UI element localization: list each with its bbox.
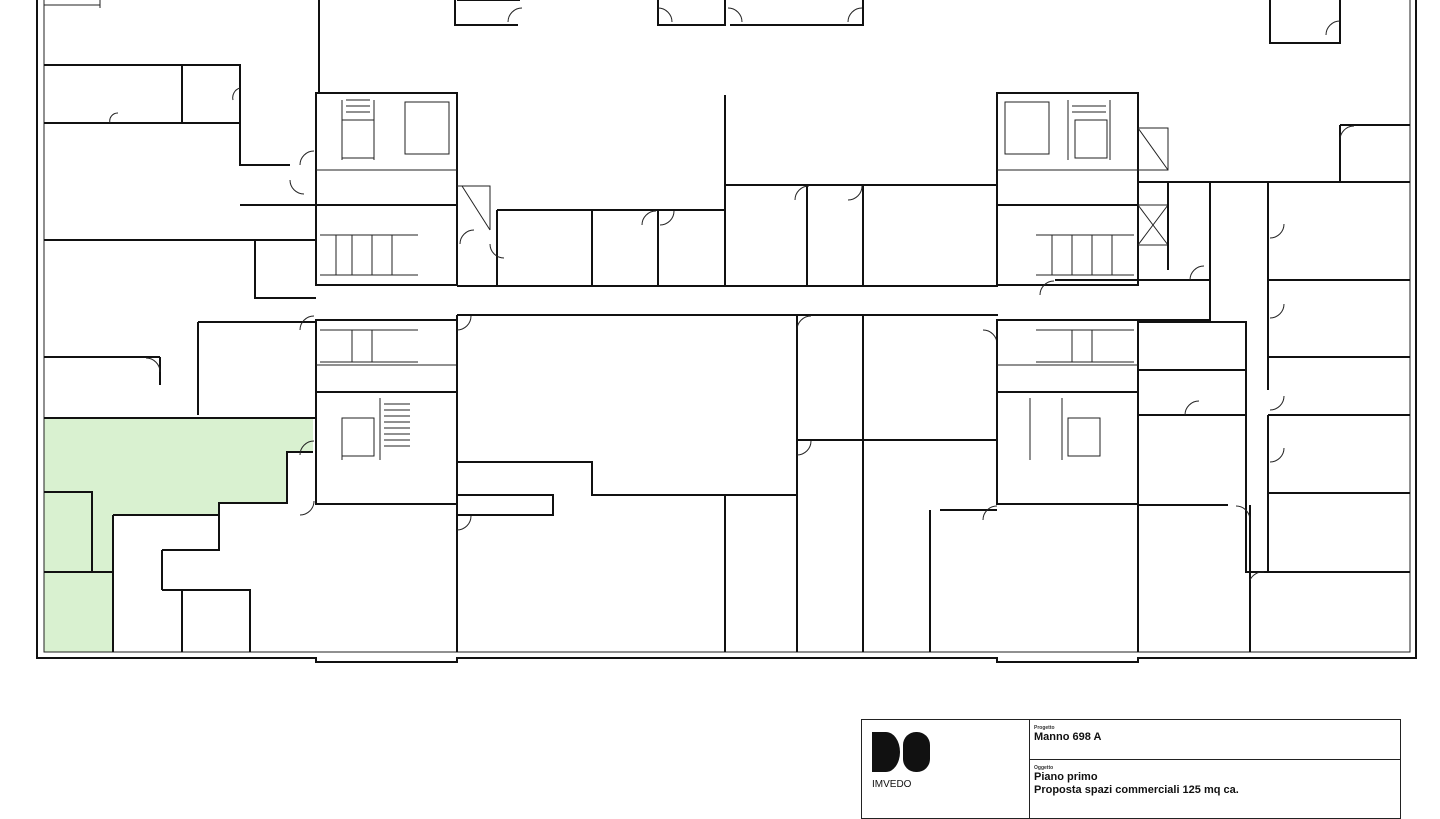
- logo-panel: IMVEDO: [862, 720, 1030, 818]
- imvedo-logo: [872, 732, 930, 772]
- subject-row: Oggetto Piano primo Proposta spazi comme…: [1030, 760, 1400, 818]
- highlighted-commercial-space[interactable]: [44, 418, 313, 652]
- subject-line-1: Piano primo: [1034, 771, 1098, 783]
- subject-label: Oggetto: [1034, 765, 1054, 771]
- outer-walls: [36, 0, 1417, 663]
- right-core: [996, 92, 1169, 505]
- floor-plan: [36, 0, 1417, 663]
- project-value: Manno 698 A: [1034, 731, 1102, 743]
- central-walls: [454, 0, 998, 652]
- left-core: [315, 92, 458, 505]
- title-block: IMVEDO Progetto Manno 698 A Oggetto Pian…: [861, 719, 1401, 819]
- brand-name: IMVEDO: [872, 779, 912, 790]
- right-wing-walls: [1039, 0, 1410, 652]
- project-row: Progetto Manno 698 A: [1030, 720, 1400, 760]
- subject-line-2: Proposta spazi commerciali 125 mq ca.: [1034, 784, 1239, 796]
- project-label: Progetto: [1034, 725, 1055, 731]
